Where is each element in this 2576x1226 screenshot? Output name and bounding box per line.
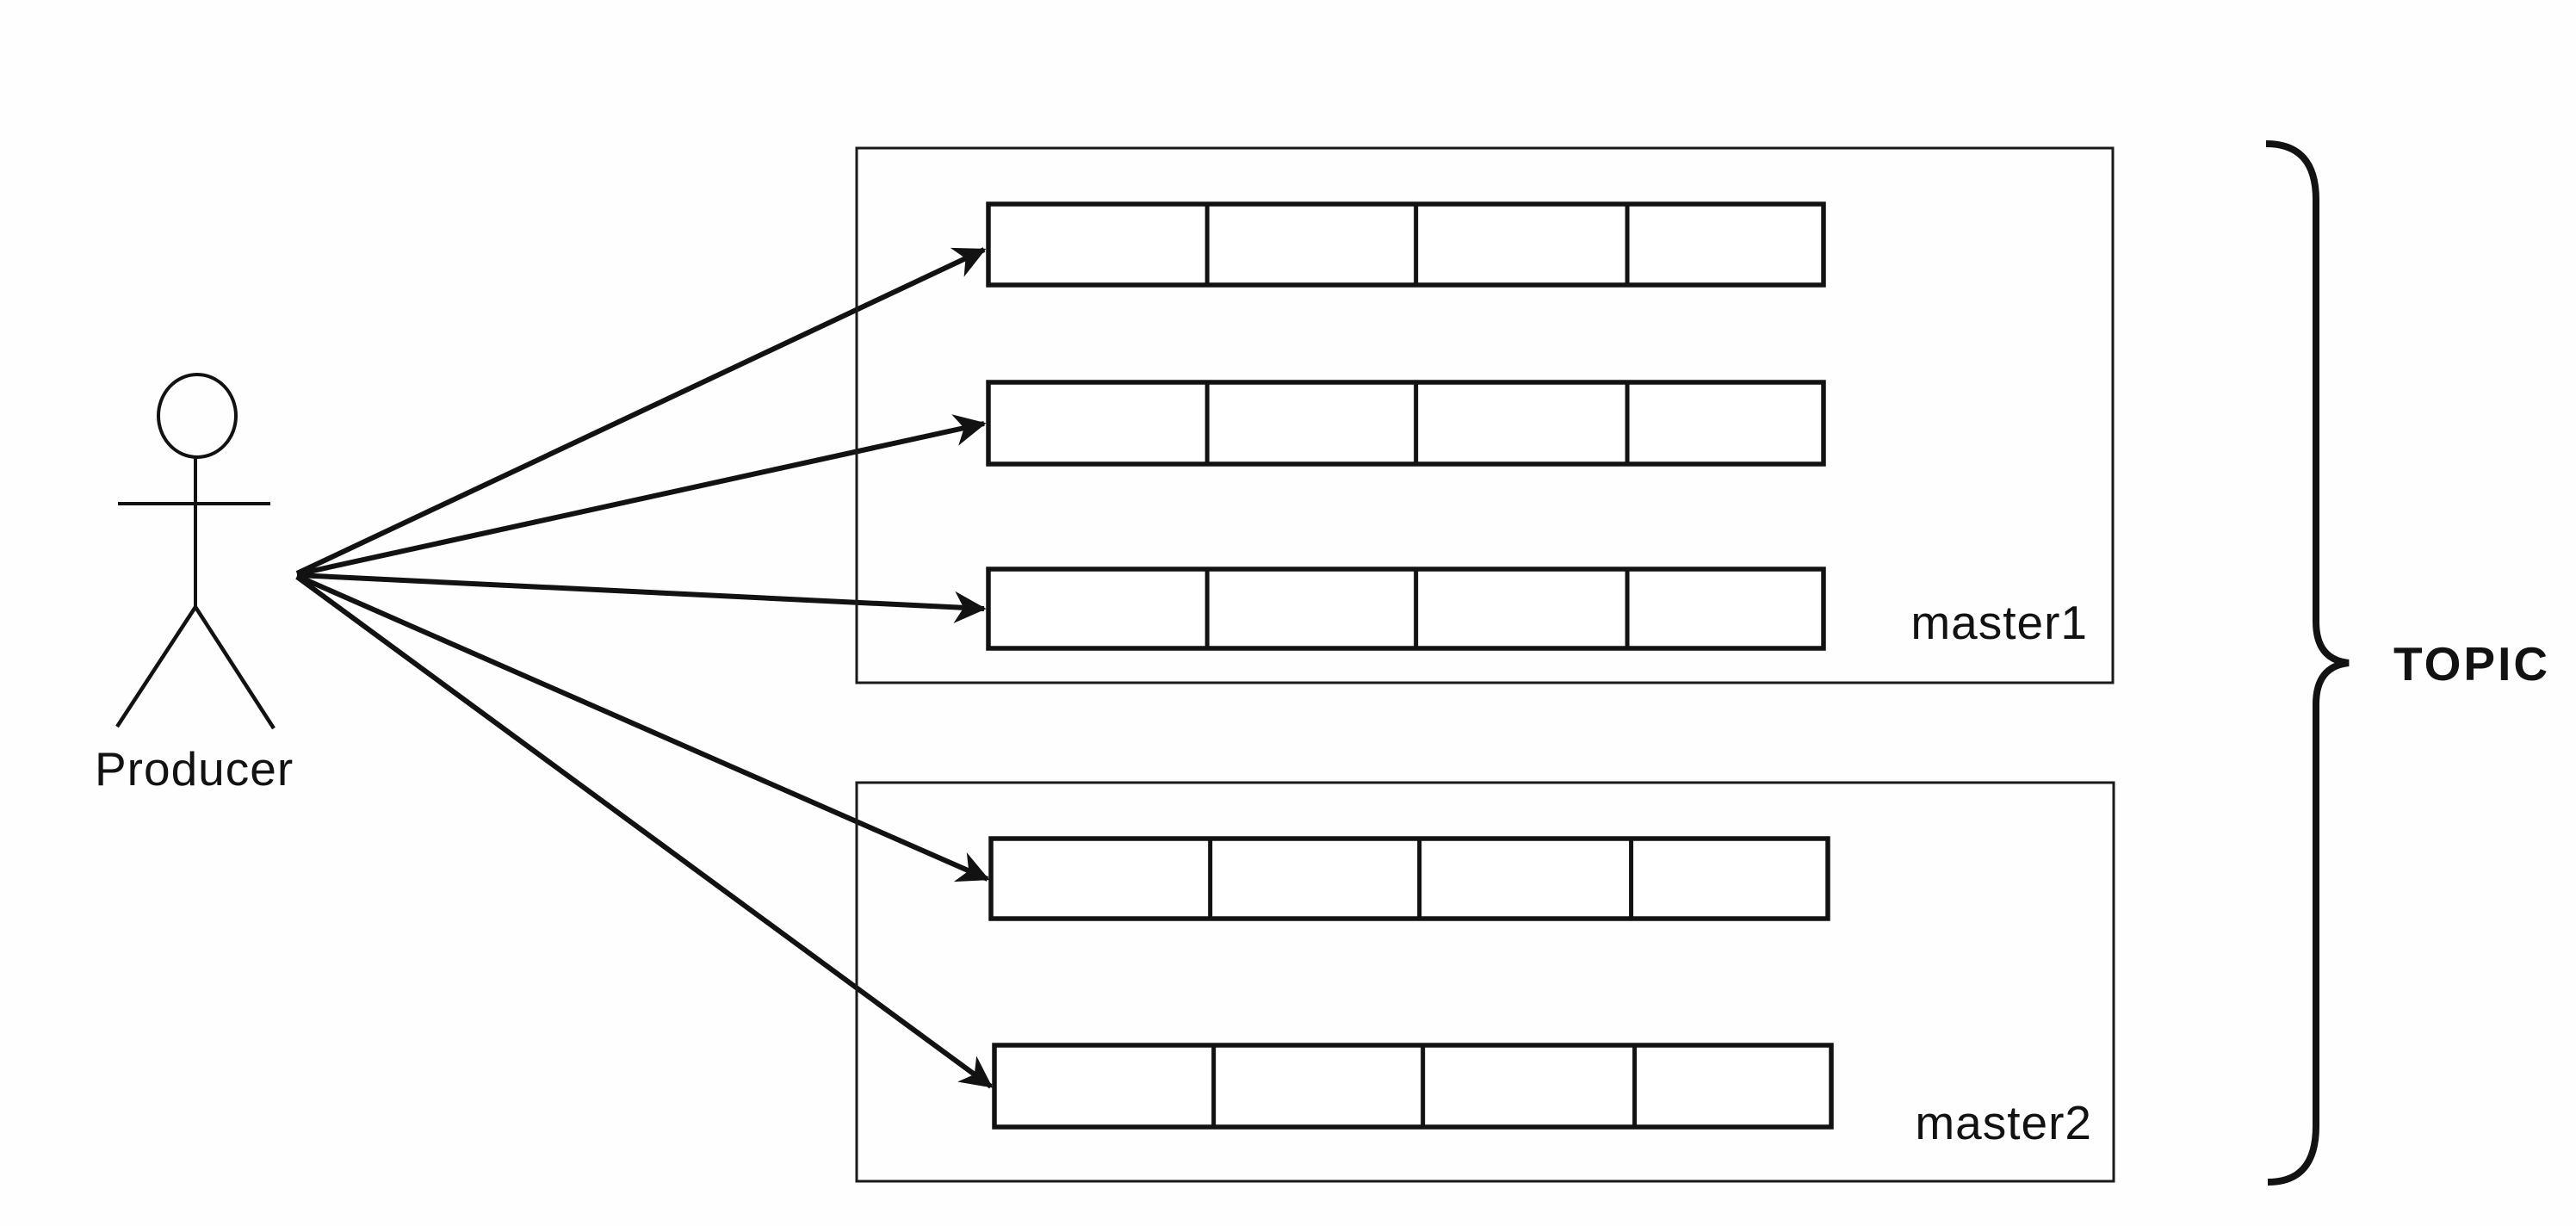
- partition-outline: [986, 380, 1826, 467]
- producer-figure: [115, 373, 276, 730]
- produce-arrow-1: [295, 247, 987, 576]
- producer-label: Producer: [95, 742, 294, 796]
- partition-outline: [986, 567, 1826, 651]
- producer-leg-left: [115, 605, 197, 728]
- topic-brace: [2265, 140, 2350, 1186]
- master1-partitions: [986, 201, 1826, 651]
- produce-arrow-3: [296, 573, 987, 623]
- produce-arrow-5: [295, 574, 994, 1089]
- partition-row: [986, 380, 1826, 467]
- produce-arrows: [295, 247, 994, 1089]
- master1-box: [855, 146, 2115, 684]
- produce-arrow-2: [296, 414, 987, 577]
- master2-partitions: [988, 836, 1834, 1130]
- produce-arrow-4: [295, 573, 990, 882]
- partition-row: [986, 201, 1826, 288]
- master1-label: master1: [1910, 596, 2088, 649]
- partition-outline: [986, 201, 1826, 288]
- master2-label: master2: [1915, 1096, 2092, 1149]
- partition-row: [992, 1043, 1834, 1130]
- partition-row: [988, 836, 1830, 921]
- partition-outline: [988, 836, 1830, 921]
- master2-box: [855, 781, 2115, 1183]
- topic-label: TOPIC: [2393, 637, 2550, 690]
- producer-head-icon: [157, 373, 238, 459]
- producer-leg-right: [194, 605, 276, 730]
- partition-row: [986, 567, 1826, 651]
- partition-outline: [992, 1043, 1834, 1130]
